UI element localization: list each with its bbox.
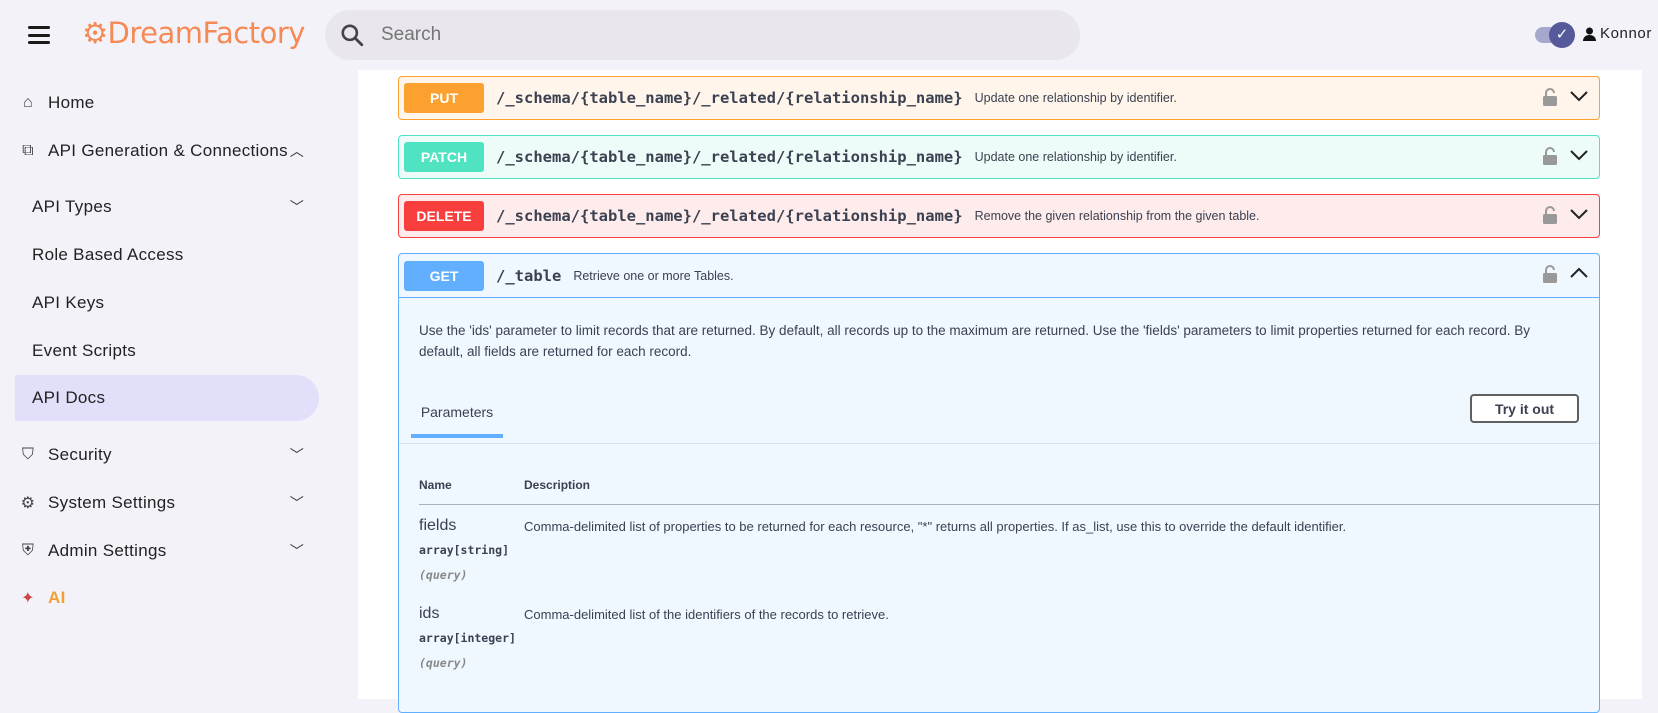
sidebar-item-label: API Generation & Connections [48, 141, 288, 160]
param-type: array[integer] [419, 631, 516, 645]
sidebar-item-ai[interactable]: ✦ AI [15, 575, 319, 621]
operation-header[interactable]: GET /_table Retrieve one or more Tables. [399, 254, 1599, 298]
sidebar-item-event-scripts[interactable]: Event Scripts [15, 328, 319, 374]
chevron-down-icon: ﹀ [289, 199, 304, 215]
operation-delete-relationship[interactable]: DELETE /_schema/{table_name}/_related/{r… [398, 194, 1600, 238]
method-badge: PUT [404, 83, 484, 113]
method-badge: DELETE [404, 201, 484, 231]
column-description: Description [524, 478, 591, 492]
theme-toggle[interactable]: ✓ [1535, 22, 1575, 48]
sidebar-item-home[interactable]: ⌂ Home [15, 80, 319, 126]
sidebar-item-label: API Docs [32, 388, 106, 407]
chevron-down-icon: ﹀ [289, 447, 304, 463]
api-docs-panel: PUT /_schema/{table_name}/_related/{rela… [358, 70, 1642, 713]
home-icon: ⌂ [23, 94, 33, 111]
chevron-up-icon: ︿ [289, 143, 304, 159]
chevron-down-icon[interactable] [1569, 207, 1589, 221]
sidebar-item-system-settings[interactable]: ⚙ System Settings ﹀ [15, 480, 319, 526]
sidebar-item-label: Home [48, 93, 95, 112]
operation-summary: Update one relationship by identifier. [974, 150, 1177, 164]
admin-shield-icon: ⛨ [21, 542, 35, 559]
tab-parameters[interactable]: Parameters [411, 404, 503, 438]
lock-icon[interactable] [1543, 265, 1557, 283]
search-input[interactable] [381, 24, 981, 46]
sidebar-item-admin-settings[interactable]: ⛨ Admin Settings ﹀ [15, 528, 319, 574]
chevron-down-icon: ﹀ [289, 543, 304, 559]
sidebar-item-api-keys[interactable]: API Keys [15, 280, 319, 326]
parameter-row: ids array[integer] (query) Comma-delimit… [399, 593, 1599, 681]
operation-summary: Update one relationship by identifier. [974, 91, 1177, 105]
user-icon [1583, 27, 1596, 41]
param-location: (query) [419, 656, 468, 670]
operation-description: Use the 'ids' parameter to limit records… [419, 323, 1531, 359]
operation-patch-relationship[interactable]: PATCH /_schema/{table_name}/_related/{re… [398, 135, 1600, 179]
sidebar-item-api-docs[interactable]: API Docs [15, 375, 319, 421]
column-name: Name [419, 478, 452, 492]
top-header: ⚙DreamFactory ✓ Konnor [0, 0, 1658, 70]
menu-icon[interactable] [28, 26, 50, 44]
sidebar-item-api-generation[interactable]: ⧉ API Generation & Connections︿ [15, 128, 319, 174]
chevron-up-icon[interactable] [1569, 266, 1589, 280]
sidebar-item-label: AI [48, 588, 66, 607]
param-description: Comma-delimited list of properties to be… [524, 519, 1347, 534]
lock-icon[interactable] [1543, 88, 1557, 106]
chevron-down-icon: ﹀ [289, 495, 304, 511]
sidebar-item-label: System Settings [48, 493, 176, 512]
param-name: ids [419, 605, 440, 622]
sidebar-item-security[interactable]: ⛉ Security ﹀ [15, 432, 319, 478]
search-icon [341, 24, 364, 47]
parameters-header: Name Description [399, 444, 1599, 504]
sidebar-item-label: Admin Settings [48, 541, 167, 560]
operation-path: /_schema/{table_name}/_related/{relation… [496, 89, 963, 107]
sparkle-icon: ✦ [21, 590, 35, 607]
parameter-row: fields array[string] (query) Comma-delim… [399, 505, 1599, 593]
try-it-out-button[interactable]: Try it out [1470, 394, 1579, 423]
operation-path: /_table [496, 266, 562, 285]
search-bar[interactable] [325, 10, 1080, 60]
method-badge: PATCH [404, 142, 484, 172]
gear-icon: ⚙ [20, 495, 36, 512]
sidebar-item-role-based-access[interactable]: Role Based Access [15, 232, 319, 278]
operation-path: /_schema/{table_name}/_related/{relation… [496, 148, 963, 166]
user-name: Konnor [1600, 25, 1652, 42]
sidebar-item-label: API Types [32, 197, 112, 216]
sidebar-item-label: Event Scripts [32, 341, 137, 360]
operation-get-table: GET /_table Retrieve one or more Tables.… [398, 253, 1600, 713]
param-description: Comma-delimited list of the identifiers … [524, 607, 889, 622]
lock-icon[interactable] [1543, 206, 1557, 224]
operation-summary: Retrieve one or more Tables. [573, 268, 734, 283]
method-badge: GET [404, 260, 484, 291]
param-location: (query) [419, 568, 468, 582]
operation-path: /_schema/{table_name}/_related/{relation… [496, 207, 963, 225]
user-menu[interactable]: Konnor [1583, 25, 1652, 42]
chevron-down-icon[interactable] [1569, 89, 1589, 103]
param-type: array[string] [419, 543, 510, 557]
sidebar-item-label: Role Based Access [32, 245, 184, 264]
sidebar-item-api-types[interactable]: API Types ﹀ [15, 184, 319, 230]
sidebar-item-label: API Keys [32, 293, 105, 312]
sidebar-item-label: Security [48, 445, 112, 464]
operation-summary: Remove the given relationship from the g… [974, 209, 1260, 223]
param-name: fields [419, 517, 457, 534]
operation-put-relationship[interactable]: PUT /_schema/{table_name}/_related/{rela… [398, 76, 1600, 120]
check-icon: ✓ [1549, 22, 1575, 48]
shield-icon: ⛉ [21, 446, 35, 463]
divider [419, 504, 1599, 505]
dreamfactory-logo[interactable]: ⚙DreamFactory [82, 16, 305, 50]
lock-icon[interactable] [1543, 147, 1557, 165]
operation-tabs: Parameters Try it out [399, 394, 1599, 444]
chevron-down-icon[interactable] [1569, 148, 1589, 162]
api-connections-icon: ⧉ [22, 142, 34, 159]
